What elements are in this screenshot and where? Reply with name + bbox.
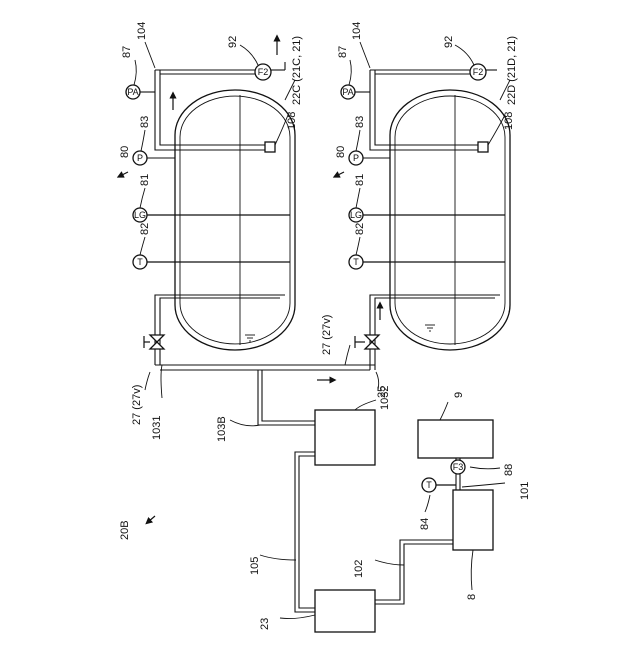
t-label: T — [353, 257, 359, 267]
label-23: 23 — [259, 618, 271, 630]
valve-d-icon — [365, 335, 379, 342]
p-label: P — [137, 153, 143, 163]
instrument-lg-c: LG — [133, 208, 180, 222]
instrument-p-c: P — [133, 151, 147, 165]
label-103b: 103B — [216, 416, 228, 442]
t-low-label: T — [426, 480, 432, 490]
p-label: P — [353, 153, 359, 163]
tank-d-outer — [390, 90, 510, 350]
label-108-c: 108 — [286, 112, 298, 130]
unit-23 — [315, 590, 375, 632]
instrument-t-low: T — [422, 478, 436, 492]
instrument-f2-c: F2 — [255, 62, 285, 80]
label-81-d: 81 — [354, 174, 366, 186]
valve-c-icon — [150, 335, 164, 342]
tank-c — [175, 90, 295, 350]
label-83-c: 83 — [139, 116, 151, 128]
label-9: 9 — [453, 392, 465, 398]
label-80-c: 80 — [119, 146, 131, 158]
label-22c: 22C (21C, 21) — [291, 36, 303, 105]
instrument-t-d: T — [349, 255, 395, 269]
label-87-c: 87 — [121, 46, 133, 58]
inner-element-108-c — [265, 142, 275, 152]
label-1031: 1031 — [151, 416, 163, 440]
label-104-d: 104 — [351, 22, 363, 40]
label-84: 84 — [419, 518, 431, 530]
label-25: 25 — [376, 386, 388, 398]
label-104-c: 104 — [136, 22, 148, 40]
tank-d — [390, 90, 510, 350]
label-105: 105 — [249, 557, 261, 575]
pa-label: PA — [127, 87, 138, 97]
label-101: 101 — [519, 482, 531, 500]
pipe-102 — [375, 540, 453, 604]
f2-label: F2 — [258, 67, 269, 77]
label-80-d: 80 — [335, 146, 347, 158]
instrument-f2-d: F2 — [470, 64, 497, 80]
arrow-left-icon — [120, 172, 128, 176]
lg-label: LG — [350, 210, 362, 220]
label-22d: 22D (21D, 21) — [506, 36, 518, 105]
inner-element-108-d — [478, 142, 488, 152]
label-108-d: 108 — [503, 112, 515, 130]
label-88: 88 — [503, 464, 515, 476]
label-83-d: 83 — [354, 116, 366, 128]
label-27-c: 27 (27v) — [131, 385, 143, 425]
label-82-c: 82 — [139, 223, 151, 235]
valve-c-icon — [150, 342, 164, 349]
label-92-d: 92 — [443, 36, 455, 48]
unit-9 — [418, 420, 493, 458]
instrument-t-c: T — [133, 255, 180, 269]
label-82-d: 82 — [354, 223, 366, 235]
arrow-left-icon — [148, 516, 155, 522]
label-27-d: 27 (27v) — [321, 315, 333, 355]
label-102: 102 — [353, 560, 365, 578]
unit-8 — [453, 490, 493, 550]
label-87-d: 87 — [337, 46, 349, 58]
tank-c-outer — [175, 90, 295, 350]
label-8: 8 — [466, 594, 478, 600]
instrument-pa-c: PA — [126, 85, 140, 99]
instrument-p-d: P — [349, 151, 363, 165]
instrument-f3: F3 — [451, 460, 465, 474]
label-81-c: 81 — [139, 174, 151, 186]
pipe-105 — [295, 452, 315, 612]
arrow-left-icon — [336, 172, 344, 176]
f3-label: F3 — [453, 462, 464, 472]
valve-d-icon — [365, 342, 379, 349]
instrument-pa-d: PA — [341, 85, 355, 99]
t-label: T — [137, 257, 143, 267]
lg-label: LG — [134, 210, 146, 220]
f2-label: F2 — [473, 67, 484, 77]
label-92-c: 92 — [227, 36, 239, 48]
unit-25 — [315, 410, 375, 465]
pa-label: PA — [342, 87, 353, 97]
instrument-lg-d: LG — [349, 208, 395, 222]
label-20b: 20B — [119, 520, 131, 540]
